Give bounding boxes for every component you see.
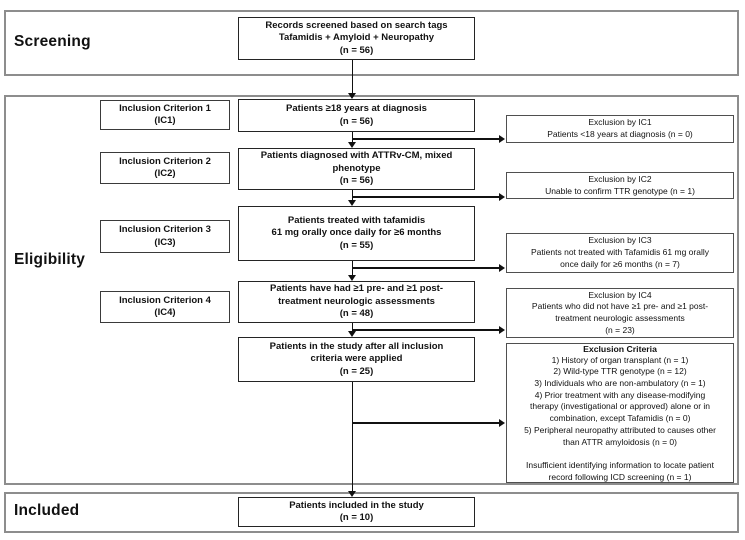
arrowhead-right [499,193,505,201]
arrowhead-down [348,275,356,281]
included-label: Included [14,502,80,519]
screening-label: Screening [14,33,91,50]
arrow-assessments-to-after-inclusion [351,323,353,332]
inclusion-criterion-4-box: Inclusion Criterion 4 (IC4) [100,291,230,323]
arrow-records-to-age [351,60,353,94]
arrow-age-to-diagnosis [351,132,353,143]
arrow-after-inclusion-to-included [351,382,353,492]
branch-to-exclusion-ic1 [352,138,499,140]
step-diagnosis-box: Patients diagnosed with ATTRv-CM, mixed … [238,148,475,190]
arrowhead-right [499,419,505,427]
exclusion-ic3-box: Exclusion by IC3 Patients not treated wi… [506,233,734,273]
exclusion-criteria-body: 1) History of organ transplant (n = 1) 2… [524,354,716,482]
arrowhead-down [348,491,356,497]
arrowhead-down [348,200,356,206]
arrowhead-right [499,326,505,334]
branch-to-exclusion-criteria [352,422,499,424]
branch-to-exclusion-ic3 [352,267,499,269]
exclusion-ic1-box: Exclusion by IC1 Patients <18 years at d… [506,115,734,143]
step-assessments-box: Patients have had ≥1 pre- and ≥1 post- t… [238,281,475,323]
branch-to-exclusion-ic2 [352,196,499,198]
branch-to-exclusion-ic4 [352,329,499,331]
eligibility-label: Eligibility [14,251,86,268]
arrowhead-right [499,264,505,272]
records-screened-box: Records screened based on search tags Ta… [238,17,475,60]
arrowhead-down [348,93,356,99]
patients-included-box: Patients included in the study (n = 10) [238,497,475,527]
arrowhead-right [499,135,505,143]
inclusion-criterion-3-box: Inclusion Criterion 3 (IC3) [100,220,230,253]
step-age-box: Patients ≥18 years at diagnosis (n = 56) [238,99,475,132]
exclusion-criteria-title: Exclusion Criteria [583,343,657,354]
arrowhead-down [348,331,356,337]
arrowhead-down [348,142,356,148]
exclusion-criteria-box: Exclusion Criteria 1) History of organ t… [506,343,734,483]
step-after-inclusion-box: Patients in the study after all inclusio… [238,337,475,382]
inclusion-criterion-1-box: Inclusion Criterion 1 (IC1) [100,100,230,130]
inclusion-criterion-2-box: Inclusion Criterion 2 (IC2) [100,152,230,184]
exclusion-ic2-box: Exclusion by IC2 Unable to confirm TTR g… [506,172,734,199]
arrow-diagnosis-to-treatment [351,190,353,201]
exclusion-ic4-box: Exclusion by IC4 Patients who did not ha… [506,288,734,338]
step-treatment-box: Patients treated with tafamidis 61 mg or… [238,206,475,261]
